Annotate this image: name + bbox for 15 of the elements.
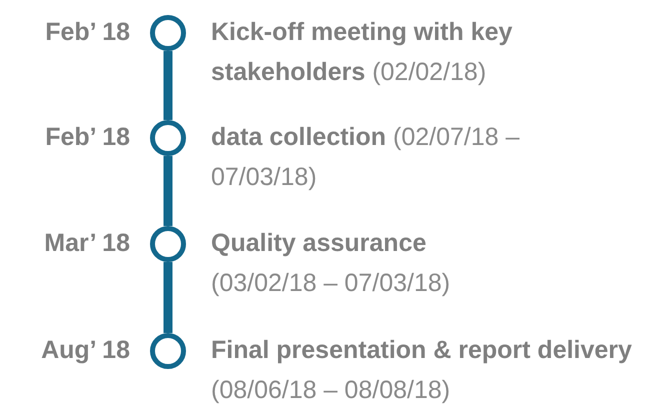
- milestone-description: data collection (02/07/18 – 07/03/18): [211, 122, 520, 193]
- milestone-description: Kick-off meeting with key stakeholders (02/02/18): [211, 17, 514, 88]
- milestone-circle: [150, 226, 186, 262]
- milestone-description: Quality assurance (03/02/18 – 07/03/18): [211, 228, 452, 299]
- timeline-line: [164, 156, 172, 226]
- timeline-line: [164, 262, 172, 333]
- milestone-date: Aug’ 18: [40, 335, 130, 365]
- milestone-date: Feb’ 18: [44, 122, 130, 152]
- timeline-line: [164, 51, 172, 120]
- milestone-circle: [150, 120, 186, 156]
- milestone-date: Feb’ 18: [44, 17, 130, 47]
- milestone-circle: [150, 333, 186, 369]
- milestone-description: Final presentation & report delivery (08/06/18 – 08/08/18): [211, 335, 633, 406]
- milestone-date: Mar’ 18: [43, 228, 130, 258]
- milestone-circle: [150, 15, 186, 51]
